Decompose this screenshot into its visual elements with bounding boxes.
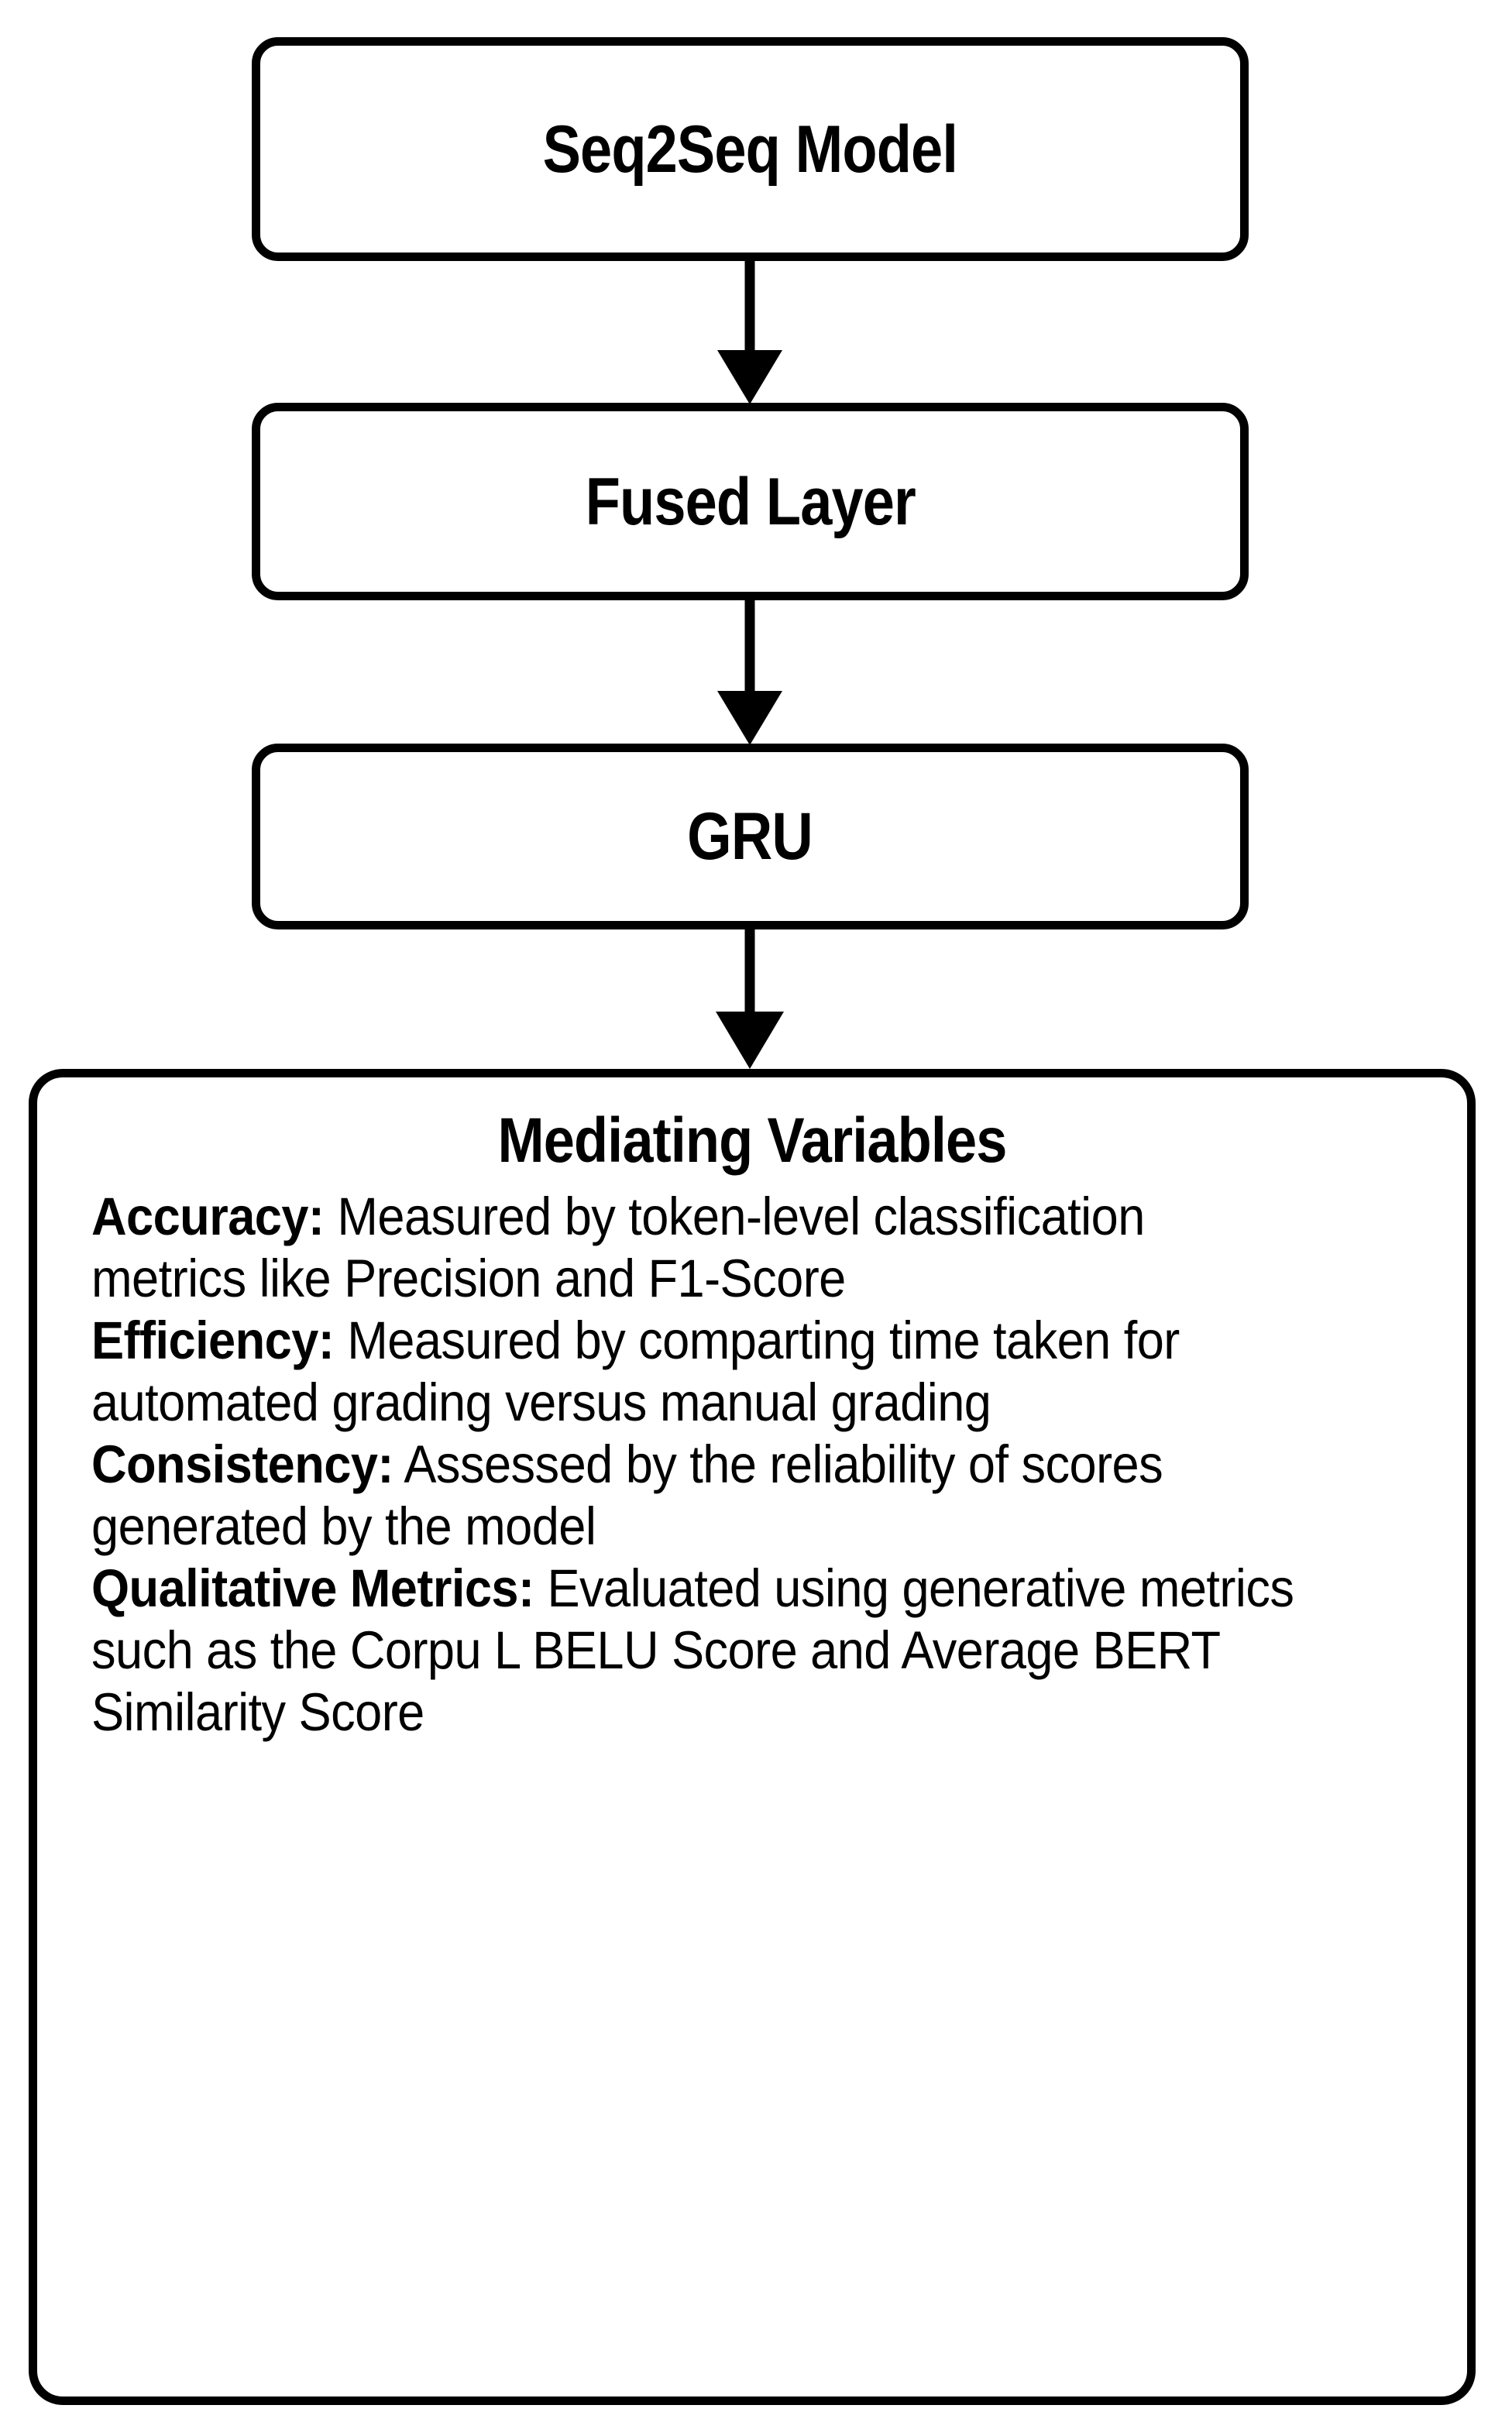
metric-description-accuracy: Measured by token-level classification m… [91, 1186, 1145, 1308]
panel-heading: Mediating Variables [497, 1105, 1007, 1176]
panel-mediating-variables: Mediating Variables Accuracy: Measured b… [29, 1069, 1476, 2405]
metric-item-consistency: Consistency: Assessed by the reliability… [91, 1434, 1306, 1558]
metric-description-consistency: Assessed by the reliability of scores ge… [91, 1434, 1163, 1556]
metric-description-efficiency: Measured by comparting time taken for au… [91, 1310, 1180, 1432]
node-fused-layer-label: Fused Layer [585, 464, 916, 539]
metric-term-efficiency: Efficiency: [91, 1310, 335, 1370]
metric-term-qualitative-metrics: Qualitative Metrics: [91, 1558, 534, 1618]
metric-item-accuracy: Accuracy: Measured by token-level classi… [91, 1186, 1306, 1310]
node-gru-label: GRU [687, 799, 814, 874]
metric-item-qualitative-metrics: Qualitative Metrics: Evaluated using gen… [91, 1558, 1306, 1744]
metric-term-accuracy: Accuracy: [91, 1186, 325, 1246]
node-seq2seq-model-label: Seq2Seq Model [542, 112, 958, 187]
node-seq2seq-model: Seq2Seq Model [252, 37, 1249, 261]
metric-term-consistency: Consistency: [91, 1434, 393, 1494]
node-fused-layer: Fused Layer [252, 403, 1249, 600]
metric-item-efficiency: Efficiency: Measured by comparting time … [91, 1310, 1306, 1434]
metric-description-qualitative-metrics: Evaluated using generative metrics such … [91, 1558, 1294, 1742]
node-gru: GRU [252, 744, 1249, 929]
panel-metrics-list: Accuracy: Measured by token-level classi… [37, 1186, 1467, 1744]
